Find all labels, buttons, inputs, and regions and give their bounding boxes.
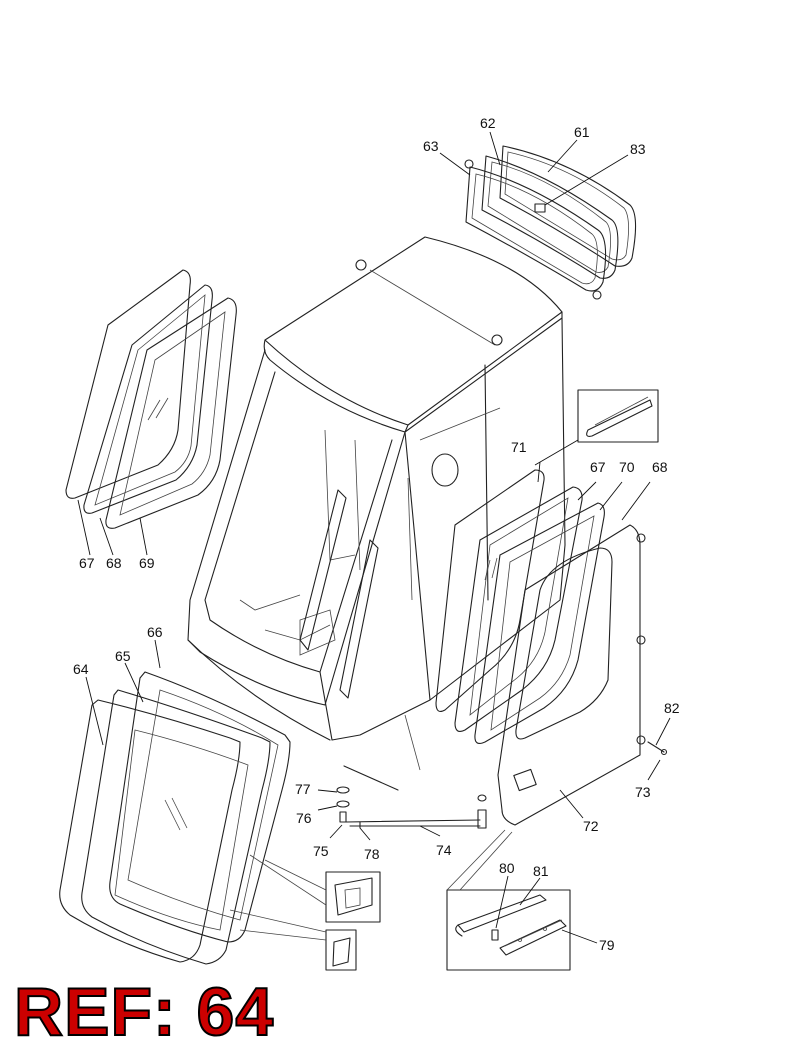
- left-window-assembly: [65, 269, 237, 556]
- callout-63: 63: [423, 138, 439, 154]
- callout-68-door: 68: [652, 459, 668, 475]
- callout-70: 70: [619, 459, 635, 475]
- track-detail-inset: [446, 829, 598, 971]
- callout-67-door: 67: [590, 459, 606, 475]
- windshield-assembly: [59, 639, 381, 971]
- callout-79: 79: [599, 937, 615, 953]
- rear-window-assembly: [439, 131, 637, 300]
- callout-72: 72: [583, 818, 599, 834]
- callout-80: 80: [499, 860, 515, 876]
- callout-labels: 61 62 63 83 71 67 70 68 67 68 69 66 65 6…: [73, 115, 680, 953]
- callout-78: 78: [364, 846, 380, 862]
- gas-strut-assembly: [317, 765, 487, 841]
- reference-title: REF: 64: [13, 974, 275, 1050]
- cab-frame: [187, 236, 566, 741]
- seal-detail-inset: [534, 389, 659, 466]
- callout-77: 77: [295, 781, 311, 797]
- callout-76: 76: [296, 810, 312, 826]
- callout-61: 61: [574, 124, 590, 140]
- callout-75: 75: [313, 843, 329, 859]
- callout-67-side: 67: [79, 555, 95, 571]
- callout-83: 83: [630, 141, 646, 157]
- callout-69: 69: [139, 555, 155, 571]
- callout-74: 74: [436, 842, 452, 858]
- door-assembly: [404, 461, 651, 826]
- callout-64: 64: [73, 661, 89, 677]
- callout-82: 82: [664, 700, 680, 716]
- callout-81: 81: [533, 863, 549, 879]
- callout-68-side: 68: [106, 555, 122, 571]
- callout-71: 71: [511, 439, 527, 455]
- callout-65: 65: [115, 648, 131, 664]
- door-hardware: [647, 717, 671, 781]
- callout-73: 73: [635, 784, 651, 800]
- callout-66: 66: [147, 624, 163, 640]
- callout-62: 62: [480, 115, 496, 131]
